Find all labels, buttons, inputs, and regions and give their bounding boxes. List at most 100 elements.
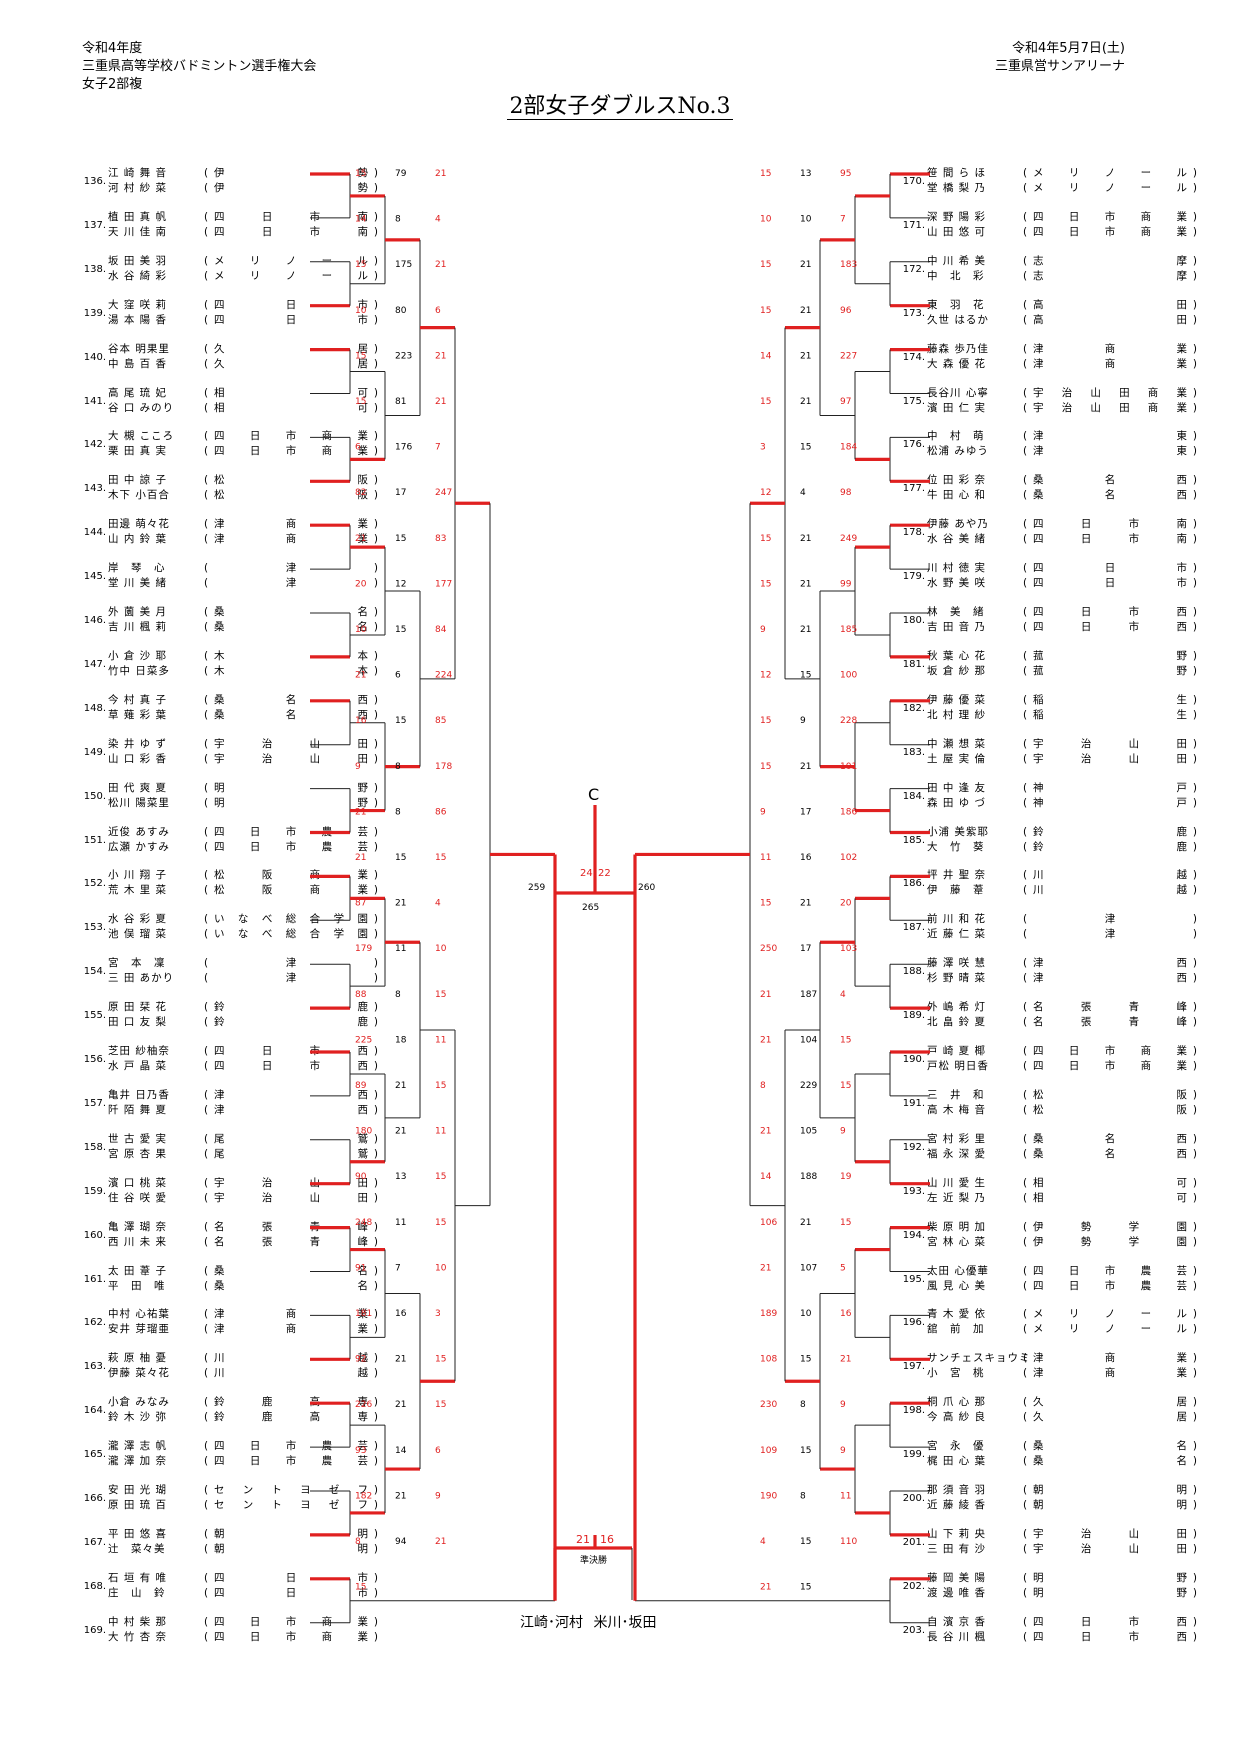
school-name: (宇 治 山 田) — [1023, 1542, 1197, 1555]
right-score-label-90: 4 — [760, 1537, 766, 1547]
player-name: 大 窪 咲 莉 — [108, 298, 168, 311]
entry-number: 164. — [83, 1405, 106, 1417]
semi-right-number: 260 — [638, 883, 655, 893]
left-score-label-1: 79 — [395, 169, 407, 179]
right-score-label-22: 4 — [800, 488, 806, 498]
school-name: (いなべ総合学園) — [204, 928, 378, 941]
player-name: 平 田 唯 — [108, 1279, 166, 1292]
entry-number: 187. — [902, 922, 925, 934]
entry-number: 173. — [902, 307, 925, 319]
right-score-label-65: 9 — [840, 1127, 846, 1137]
left-score-label-49: 21 — [395, 899, 406, 909]
school-name: (津 西) — [204, 1088, 378, 1101]
school-name: (桑 名 西) — [1023, 489, 1197, 502]
school-name: (津) — [204, 562, 378, 575]
school-name: (四日市商業) — [204, 1630, 378, 1643]
entry-number: 154. — [83, 966, 106, 978]
right-score-label-58: 104 — [800, 1035, 817, 1045]
left-score-label-38: 85 — [435, 716, 446, 726]
school-name: (鈴 鹿) — [204, 1001, 378, 1014]
player-name: 近 藤 仁 菜 — [927, 928, 987, 941]
left-score-label-39: 9 — [355, 762, 361, 772]
right-score-label-23: 98 — [840, 488, 852, 498]
player-name: 水 谷 彩 夏 — [108, 913, 168, 926]
right-score-label-89: 11 — [840, 1491, 851, 1501]
school-name: (桑 名 西) — [1023, 474, 1197, 487]
school-name: (久 居) — [1023, 1411, 1197, 1424]
player-name: 松浦 みゆう — [927, 445, 989, 458]
entry-number: 156. — [83, 1054, 106, 1065]
school-name: (伊 勢) — [204, 182, 378, 194]
entry-number: 141. — [83, 395, 106, 407]
player-name: 住 谷 咲 愛 — [108, 1191, 168, 1204]
entry-number: 186. — [902, 878, 925, 890]
school-name: (高 田) — [1023, 313, 1197, 326]
right-score-label-4: 10 — [800, 215, 812, 225]
right-score-label-41: 101 — [840, 762, 857, 772]
player-name: 中 北 彩 — [927, 269, 985, 282]
school-name: (四 日 市 西) — [204, 1060, 378, 1072]
entry-number: 192. — [902, 1141, 925, 1153]
right-score-label-69: 106 — [760, 1218, 777, 1228]
school-name: (桑 名 西) — [1023, 1132, 1197, 1145]
player-name: 瀧 澤 加 奈 — [108, 1455, 168, 1468]
third-place-names: 江崎･河村 米川･坂田 — [520, 1612, 656, 1632]
entry-number: 152. — [83, 878, 106, 890]
player-name: 舘 前 加 — [927, 1323, 985, 1336]
player-name: 芝田 紗柚奈 — [108, 1045, 170, 1057]
player-name: 坪 井 聖 奈 — [927, 869, 987, 882]
entry-number: 199. — [902, 1449, 925, 1461]
player-name: 原 田 琉 百 — [108, 1499, 168, 1511]
player-name: 今 村 真 子 — [108, 693, 168, 706]
right-score-label-86: 9 — [840, 1446, 846, 1456]
left-score-label-67: 13 — [395, 1172, 406, 1182]
player-name: 木下 小百合 — [108, 489, 170, 502]
school-name: (四 日 市) — [1023, 577, 1197, 590]
school-name: (明 野) — [1023, 1571, 1197, 1584]
school-name: (伊 勢) — [204, 167, 378, 179]
left-score-label-61: 21 — [395, 1081, 406, 1091]
player-name: 土 屋 実 倫 — [927, 752, 987, 765]
player-name: 桐 爪 心 那 — [927, 1396, 987, 1409]
school-name: (桑 名) — [204, 606, 378, 618]
player-name: 河 村 紗 菜 — [108, 182, 168, 194]
school-name: (メリノール) — [1023, 167, 1197, 179]
player-name: 原 田 栞 花 — [108, 1001, 168, 1014]
player-name: 高 尾 琉 妃 — [108, 386, 168, 399]
left-score-label-28: 12 — [395, 579, 406, 589]
left-score-label-45: 21 — [355, 853, 366, 863]
left-score-label-56: 15 — [435, 990, 446, 1000]
school-name: (宇 治 山 田) — [204, 1191, 378, 1204]
right-score-label-45: 11 — [760, 853, 771, 863]
player-name: 田 中 逢 友 — [927, 781, 987, 794]
school-name: (神 戸) — [1023, 781, 1197, 794]
school-name: (津) — [1023, 928, 1197, 941]
player-name: 伊 藤 葦 — [927, 884, 985, 897]
entry-number: 181. — [902, 658, 925, 670]
school-name: (宇治山田商業) — [1023, 401, 1197, 414]
player-name: 長谷川 心寧 — [927, 386, 989, 399]
right-score-label-11: 96 — [840, 306, 852, 316]
right-score-label-38: 228 — [840, 716, 857, 726]
school-name: (松 阪) — [1023, 1088, 1197, 1101]
entry-number: 178. — [902, 527, 925, 539]
player-name: 田 代 爽 夏 — [108, 781, 168, 794]
entry-number: 203. — [902, 1624, 925, 1636]
right-score-label-28: 21 — [800, 579, 811, 589]
school-name: (朝 明) — [204, 1542, 378, 1555]
right-score-label-17: 97 — [840, 397, 851, 407]
right-score-label-55: 187 — [800, 990, 817, 1000]
school-name: (木 本) — [204, 649, 378, 662]
player-name: 近 藤 綾 香 — [927, 1499, 987, 1511]
player-name: 近俊 あすみ — [108, 825, 170, 838]
school-name: (四 日 市 西) — [1023, 621, 1197, 633]
player-name: 北 村 理 紗 — [927, 708, 987, 721]
entry-number: 150. — [83, 790, 106, 802]
player-name: 山 内 鈴 葉 — [108, 533, 168, 546]
entry-number: 140. — [83, 351, 106, 363]
player-name: 藤 澤 咲 慧 — [927, 957, 987, 970]
player-name: 草 薙 彩 葉 — [108, 708, 168, 721]
school-name: (相 可) — [1023, 1191, 1197, 1204]
player-name: 太田 心優華 — [927, 1264, 989, 1277]
player-name: 左 近 梨 乃 — [927, 1191, 987, 1204]
